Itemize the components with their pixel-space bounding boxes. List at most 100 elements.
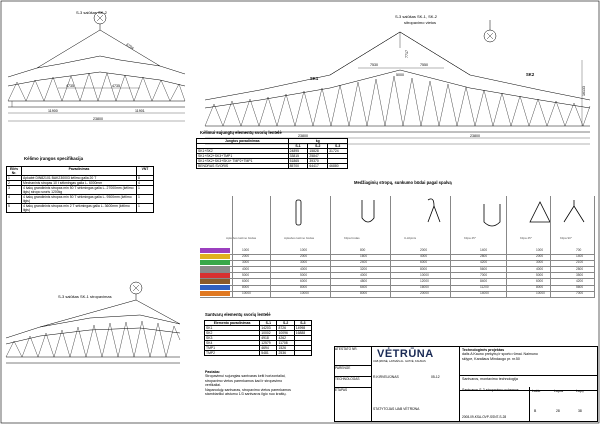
logo-area: VĖTRŪNA UAB ĮMONĖ, LAISVĖS AL. GATVĖ, KA… — [373, 349, 453, 367]
sling-value: 5000 — [300, 272, 308, 277]
sling-value: 1000 — [242, 248, 250, 252]
company-logo: VĖTRŪNA — [377, 348, 434, 360]
top-left-label: S-3 saiūšas SK-2 — [76, 10, 108, 15]
top-left-dim-1: 4735 — [66, 84, 74, 88]
sling-color-swatch — [200, 254, 230, 260]
joint-total-label: BENDRAS SVORIS — [196, 163, 289, 169]
sling-pictogram-4 — [483, 204, 501, 227]
date: 05-12 — [431, 375, 440, 379]
sling-method-label: Kilpa būdas — [344, 236, 360, 240]
parenge-name: R.KIRVELIŪNAS — [373, 375, 399, 379]
sling-col-line — [450, 196, 451, 298]
sling-row-line — [200, 278, 594, 280]
sheet-value: 28 — [556, 409, 560, 413]
sling-value: 4200 — [576, 279, 584, 283]
sling-method-label: U-kilpinis — [404, 236, 417, 240]
sling-value: 2400 — [360, 260, 368, 265]
drawing-code: 2008-09-KSA-OVP-SSNT-S-28 — [462, 414, 507, 419]
role-etapas: ETAPAS — [335, 388, 348, 392]
sling-value: 8000 — [242, 285, 250, 290]
sling-pictogram-3 — [427, 198, 441, 223]
equipment-qty: 1 — [136, 185, 154, 195]
sling-value: 5600 — [576, 285, 584, 290]
sling-value: 8000 — [420, 266, 428, 271]
drawing-name: Santvaros S-3 stropavimo schemos — [462, 388, 519, 392]
sling-value: 8400 — [480, 279, 488, 283]
top-left-dim-2: 4735 — [112, 84, 120, 88]
equipment-header-name: Pavadinimas — [21, 166, 137, 176]
sheet-info: Laida Lapas Lapų B 28 38 — [530, 387, 597, 421]
slings-title: Medžiaginių stropų, sunkumo būdai pagal … — [354, 180, 452, 185]
title-block-roles: ATESTATO NR. PARENGĖ TECHNOLOGAS ETAPAS — [335, 347, 372, 421]
equipment-no: 4 — [6, 194, 22, 204]
top-right-dim-1: 7530 — [370, 63, 378, 67]
sling-value: 3000 — [300, 260, 308, 265]
equipment-name: 4 šakų grandininis stropas min 50 T sėkm… — [21, 185, 137, 195]
bottom-left-label: S-3 saiūšas SK-1 stropavimas — [58, 294, 112, 299]
sling-value: 10000 — [242, 291, 251, 296]
sling-value: 10000 — [536, 291, 545, 296]
top-left-span-total: 23800 — [93, 117, 103, 121]
sling-value: 4000 — [420, 254, 428, 259]
element-val: 5481 — [259, 350, 278, 356]
element-val: 2536 — [276, 350, 295, 356]
sheet-label: Lapas — [554, 389, 564, 393]
equipment-qty: 1 — [136, 194, 154, 204]
elements-table-header: Elemento pavadinimas S-1 S-2 S-3 — [203, 320, 313, 326]
sling-method-label: Apkabos kėlimo būdas — [226, 236, 257, 240]
sling-row-line — [200, 266, 594, 267]
sling-value: 7000 — [480, 272, 488, 277]
top-right-mark-sk1: SK1 — [310, 76, 319, 81]
joint-table: Jungtos pavadinimas kg S-1 S-2 S-3 SK1+S… — [196, 138, 349, 169]
equipment-header-qty: VNT — [136, 166, 154, 176]
note-line: vertikaliai. — [205, 383, 221, 388]
sling-value: 4000 — [300, 266, 308, 271]
sling-value: 4800 — [360, 279, 368, 283]
sling-value: 1400 — [576, 254, 584, 259]
sling-pictogram-5 — [529, 201, 551, 223]
sling-value: 10000 — [420, 272, 429, 277]
sling-value: 8000 — [360, 291, 368, 296]
stage-label: Laida — [532, 389, 541, 393]
elements-notes: Pastaba: Stropavimui sujungtas santvaras… — [205, 370, 291, 396]
company-address: UAB ĮMONĖ, LAISVĖS AL. GATVĖ, KAUNAS — [373, 360, 426, 363]
role-technologas: TECHNOLOGAS — [335, 377, 371, 388]
project-title: Technologinės projektas — [462, 348, 505, 352]
top-right-span-1: 23800 — [298, 134, 308, 138]
sling-color-swatch — [200, 285, 230, 291]
top-left-span-2: 11901 — [135, 109, 145, 113]
sling-value: 12000 — [420, 279, 429, 283]
top-right-label: S-3 saiūšas SK-1, SK-2 — [395, 14, 438, 19]
sheets-value: 38 — [578, 409, 582, 413]
equipment-table-title: Kėlimo įrangos specifikacija — [24, 156, 84, 161]
sling-value: 6000 — [536, 279, 544, 283]
sling-pictogram-6 — [563, 200, 585, 223]
element-name: TMP2 — [203, 350, 261, 356]
sling-value: 1600 — [360, 254, 368, 259]
sling-method-label: Kilpa 90° — [560, 236, 573, 240]
sling-color-swatch — [200, 279, 230, 284]
equipment-no: 5 — [6, 203, 22, 213]
role-parenge: PARENGĖ — [335, 366, 371, 377]
joint-total: 85700 — [287, 163, 309, 169]
sling-value: 5000 — [536, 272, 544, 277]
joint-total: 64417 — [307, 163, 329, 169]
truss-top-left — [7, 11, 186, 122]
sling-value: 11200 — [480, 285, 489, 290]
sling-row-line — [200, 284, 594, 286]
equipment-table-header: Eilės Nr. Pavadinimas VNT — [6, 166, 154, 176]
sling-pictograms — [295, 198, 585, 227]
project-info: Technologinės projektas dalis A Kauno pr… — [460, 347, 597, 376]
sling-value: 1400 — [480, 248, 488, 252]
sling-pictogram-1 — [295, 199, 302, 226]
sling-value: 6400 — [360, 285, 368, 290]
sling-method-label: Kilpa 45° — [464, 236, 477, 240]
sling-pictogram-2 — [361, 200, 375, 223]
sling-value: 10000 — [300, 291, 309, 296]
top-right-span-3: 16133 — [582, 86, 586, 96]
sling-col-line — [550, 196, 551, 298]
